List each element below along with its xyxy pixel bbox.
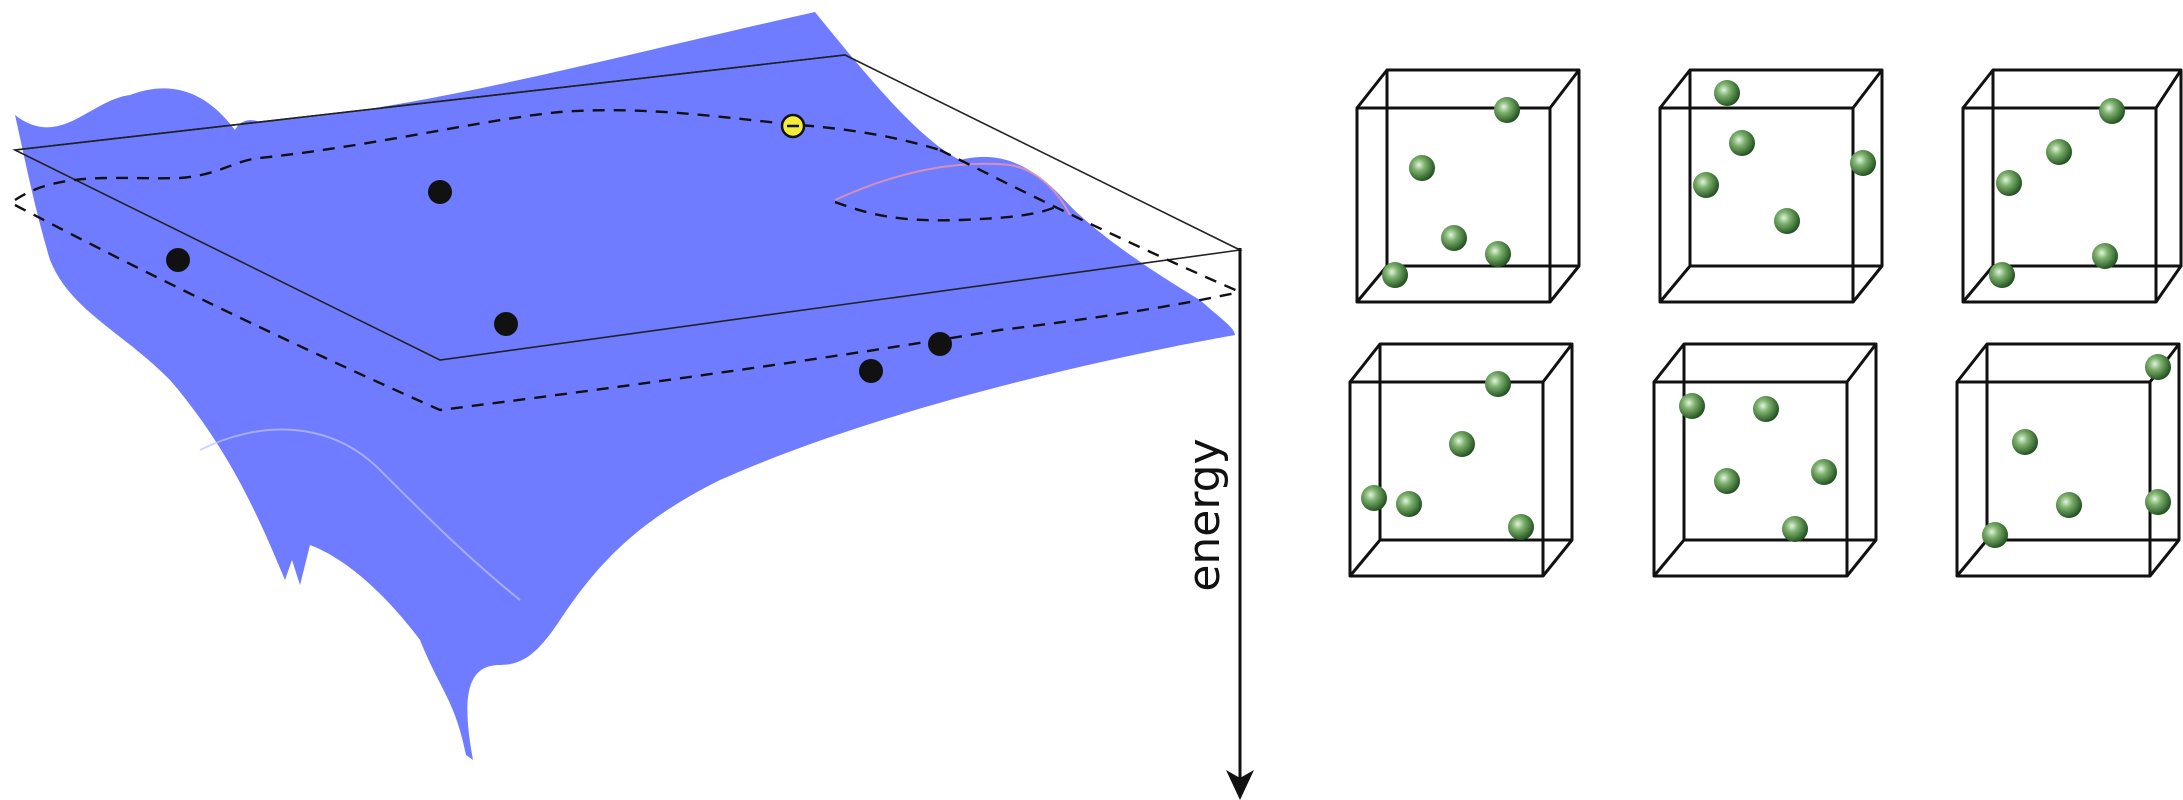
- dashed-contour-back: [14, 108, 941, 201]
- particles: [1361, 371, 1534, 540]
- particles: [1382, 97, 1520, 288]
- particle: [1753, 396, 1779, 422]
- particle: [1811, 459, 1837, 485]
- minimum-marker: [928, 332, 952, 356]
- minimum-marker: [428, 180, 452, 204]
- minimum-marker: [166, 248, 190, 272]
- particle: [2046, 139, 2072, 165]
- box-wireframe: [1348, 342, 1574, 578]
- particle: [2145, 354, 2171, 380]
- energy-axis-arrowhead: [1226, 770, 1254, 800]
- saddle-marker: [780, 113, 806, 139]
- particles: [1679, 393, 1837, 542]
- particle: [1382, 262, 1408, 288]
- particle: [1508, 514, 1534, 540]
- particle: [2099, 98, 2125, 124]
- particle: [2012, 429, 2038, 455]
- particle: [1982, 522, 2008, 548]
- particle: [1396, 491, 1422, 517]
- particle: [1679, 393, 1705, 419]
- particle: [1714, 80, 1740, 106]
- particle: [1441, 225, 1467, 251]
- particle: [1485, 371, 1511, 397]
- surface-fold-lower: [199, 428, 521, 601]
- particle: [1409, 155, 1435, 181]
- particle: [1996, 170, 2022, 196]
- particle: [1494, 97, 1520, 123]
- particle: [2092, 243, 2118, 269]
- minimum-marker: [494, 312, 518, 336]
- energy-axis-label: energy: [1179, 438, 1230, 591]
- configuration-box-2: [1658, 68, 1884, 304]
- configuration-box-5: [1652, 342, 1878, 578]
- energy-axis: energy: [1179, 248, 1254, 800]
- reference-plane-back-edge: [14, 54, 846, 151]
- particle: [2056, 492, 2082, 518]
- configuration-box-4: [1348, 342, 1574, 578]
- particle: [1449, 431, 1475, 457]
- dashed-contour-front: [14, 203, 1241, 412]
- particle: [1729, 130, 1755, 156]
- box-wireframe: [1658, 68, 1884, 304]
- dashed-contours: [14, 108, 1241, 412]
- particle: [2145, 489, 2171, 515]
- particle: [1850, 150, 1876, 176]
- particle: [1989, 262, 2015, 288]
- box-wireframe: [1652, 342, 1878, 578]
- dashed-contour-right-edge: [939, 148, 1241, 294]
- particles: [1982, 354, 2171, 548]
- minimum-marker: [859, 359, 883, 383]
- particle: [1782, 516, 1808, 542]
- particles: [1989, 98, 2125, 288]
- surface-fold-upper: [834, 162, 1071, 216]
- landscape-markers: [166, 113, 952, 383]
- configuration-box-6: [1955, 342, 2181, 578]
- configuration-box-3: [1961, 68, 2183, 304]
- particle: [1485, 241, 1511, 267]
- dashed-contour-bump: [834, 200, 1061, 222]
- particle: [1361, 485, 1387, 511]
- particle: [1774, 208, 1800, 234]
- particles: [1693, 80, 1876, 234]
- particle: [1714, 468, 1740, 494]
- particle: [1693, 172, 1719, 198]
- configuration-box-1: [1355, 68, 1581, 304]
